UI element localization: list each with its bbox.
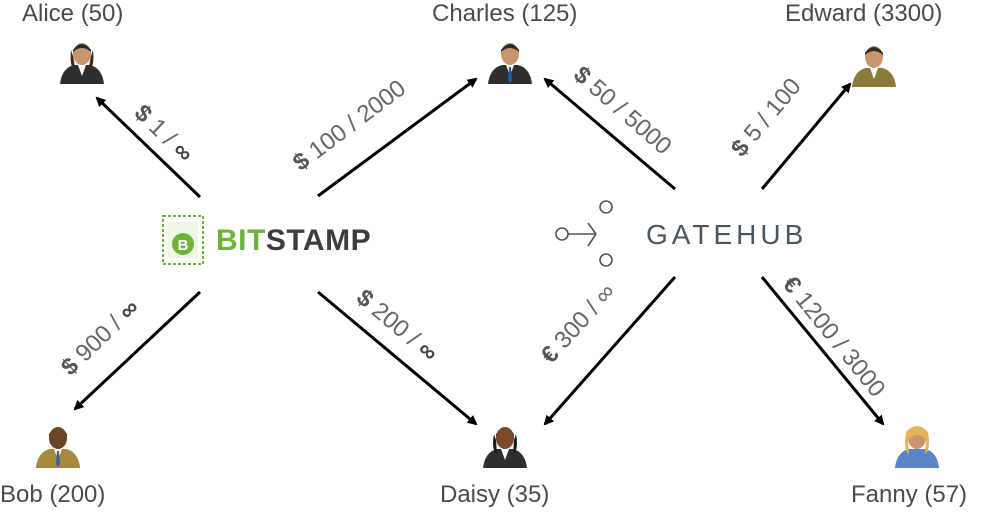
- gatehub-wordmark: GATEHUB: [646, 219, 808, 250]
- avatar-daisy: [483, 427, 527, 468]
- arrow-gatehub-edward: [760, 82, 852, 190]
- avatar-charles: [488, 43, 532, 84]
- user-label-fanny: Fanny (57): [851, 481, 968, 508]
- avatar-edward: [852, 46, 896, 87]
- avatar-alice: [60, 43, 104, 84]
- user-label-edward: Edward (3300): [785, 0, 943, 27]
- avatar-bob: [36, 427, 80, 468]
- user-label-bob: Bob (200): [0, 481, 106, 508]
- arrow-bitstamp-bob: [73, 290, 202, 411]
- avatar-fanny: [895, 426, 939, 468]
- bitstamp-logo-icon: B: [162, 215, 204, 265]
- user-label-alice: Alice (50): [22, 0, 124, 27]
- user-label-charles: Charles (125): [432, 0, 578, 27]
- arrow-gatehub-fanny: [760, 276, 885, 426]
- arrow-bitstamp-charles: [317, 77, 478, 198]
- arrow-gatehub-daisy: [543, 276, 677, 426]
- arrow-bitstamp-daisy: [317, 290, 478, 426]
- user-label-daisy: Daisy (35): [440, 481, 550, 508]
- arrow-gatehub-charles: [543, 77, 676, 191]
- arrow-bitstamp-alice: [95, 96, 202, 199]
- bitstamp-wordmark: BITSTAMP: [216, 224, 372, 257]
- gatehub-logo-icon: [555, 200, 613, 267]
- svg-text:B: B: [178, 237, 189, 254]
